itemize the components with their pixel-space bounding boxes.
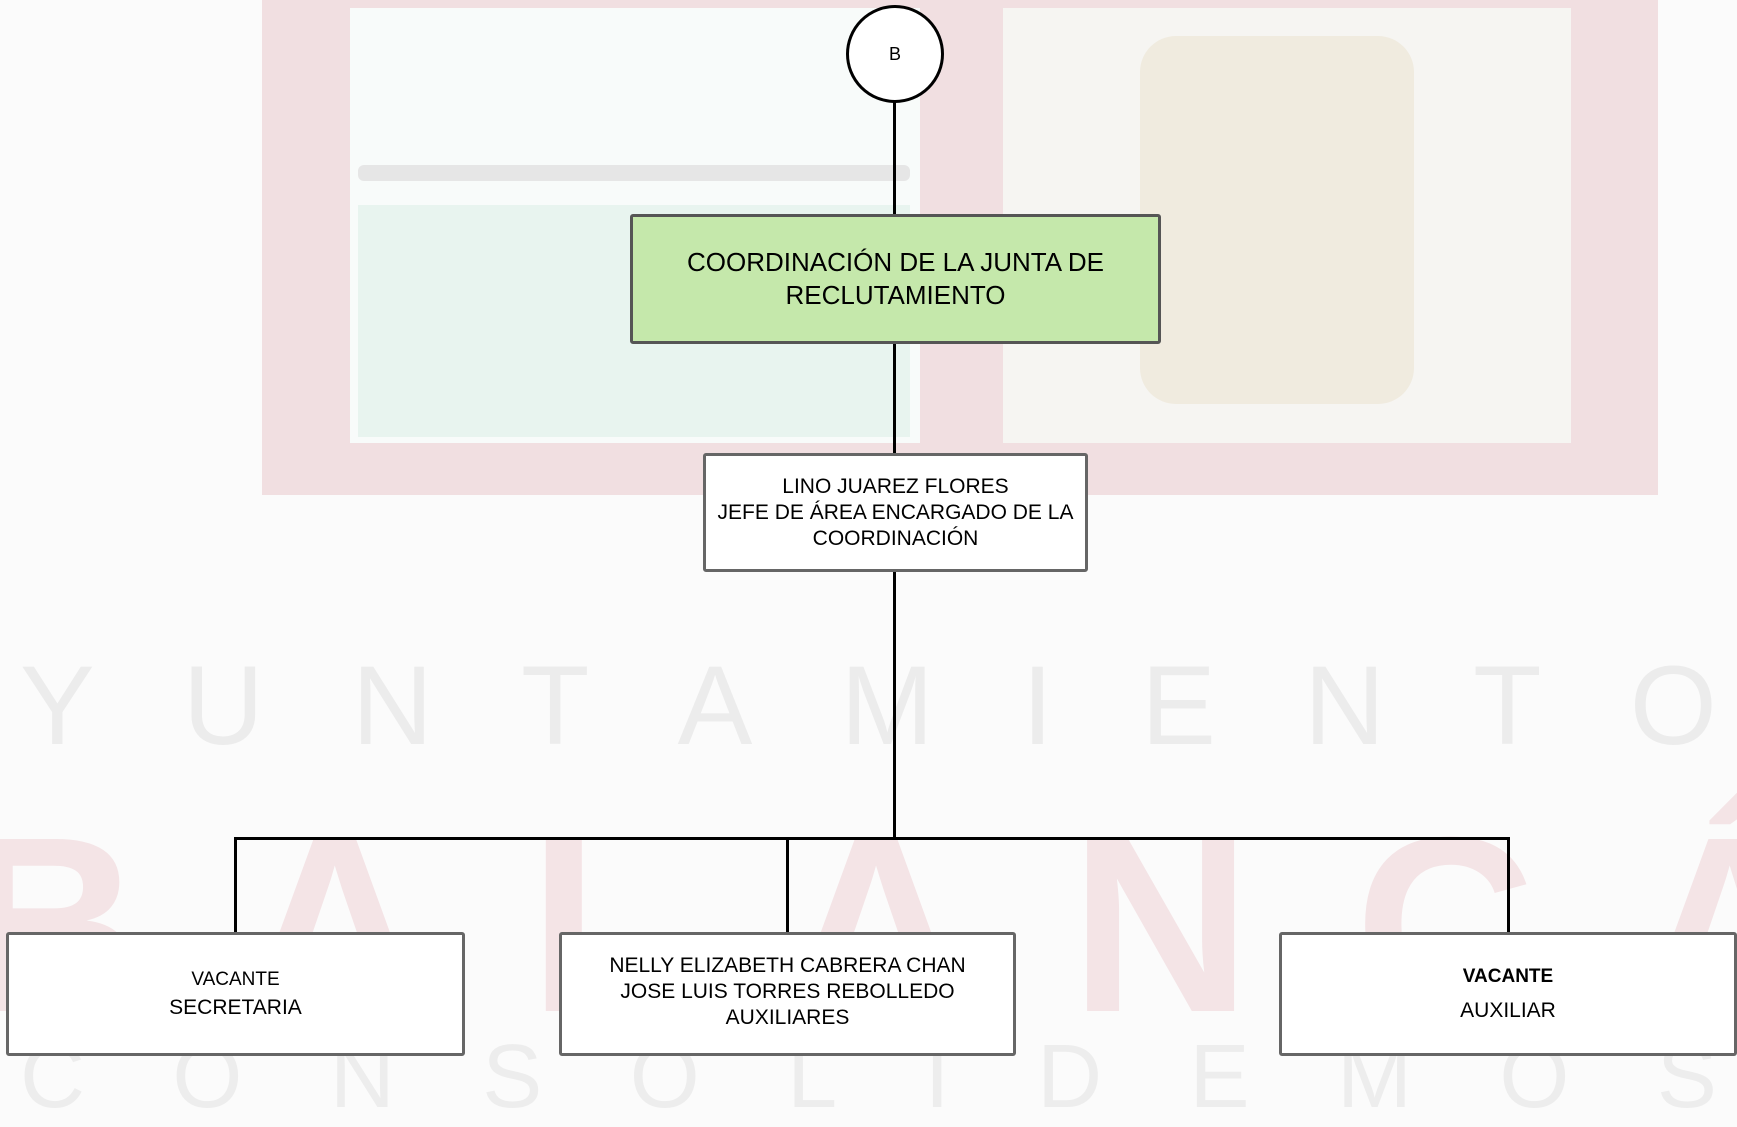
- watermark-crest-bridge: [358, 165, 910, 181]
- subordinate-name: VACANTE: [1462, 966, 1554, 987]
- connector-line-right-drop: [1507, 837, 1510, 933]
- connector-line-head-to-bus: [893, 572, 896, 840]
- page-connector-label: B: [888, 43, 901, 64]
- watermark-letter: O: [1629, 643, 1717, 768]
- watermark-letter: Y: [20, 643, 95, 768]
- subordinate-box-secretaria: VACANTE SECRETARIA: [6, 932, 465, 1056]
- watermark-crest-stela: [1140, 36, 1414, 404]
- watermark-letter: E: [1141, 643, 1216, 768]
- main-unit-title-line2: RECLUTAMIENTO: [785, 280, 1006, 310]
- main-unit-box: COORDINACIÓN DE LA JUNTA DE RECLUTAMIENT…: [630, 214, 1161, 344]
- main-unit-title-line1: COORDINACIÓN DE LA JUNTA DE: [686, 247, 1105, 277]
- head-title-line2: COORDINACIÓN: [812, 526, 979, 550]
- watermark-letter: U: [182, 643, 264, 768]
- subordinate-role: SECRETARIA: [169, 996, 302, 1019]
- watermark-letter: N: [1070, 785, 1251, 1064]
- watermark-letter: T: [1473, 643, 1542, 768]
- connector-line-main-to-head: [893, 342, 896, 455]
- subordinate-name: VACANTE: [191, 969, 280, 990]
- subordinate-role: AUXILIAR: [1460, 999, 1556, 1022]
- head-name: LINO JUAREZ FLORES: [782, 474, 1009, 498]
- org-chart: B COORDINACIÓN DE LA JUNTA DE RECLUTAMIE…: [6, 5, 1737, 1056]
- connector-line-top: [893, 102, 896, 216]
- subordinate-role: AUXILIARES: [725, 1006, 850, 1029]
- subordinate-name-1: NELLY ELIZABETH CABRERA CHAN: [609, 954, 966, 977]
- connector-line-horizontal-bus: [234, 837, 1509, 840]
- watermark-letter: M: [840, 643, 934, 768]
- subordinate-box-auxiliar: VACANTE AUXILIAR: [1279, 932, 1737, 1056]
- watermark-letter: A: [677, 643, 753, 768]
- head-box: LINO JUAREZ FLORES JEFE DE ÁREA ENCARGAD…: [703, 453, 1088, 572]
- watermark-letter: N: [351, 643, 433, 768]
- watermark-letter: N: [1304, 643, 1385, 768]
- subordinate-box-auxiliares: NELLY ELIZABETH CABRERA CHAN JOSE LUIS T…: [559, 932, 1016, 1056]
- watermark-letter: T: [521, 643, 590, 768]
- page-connector-circle: B: [846, 5, 944, 103]
- connector-line-center-drop: [786, 837, 789, 933]
- subordinate-name-2: JOSE LUIS TORRES REBOLLEDO: [620, 980, 955, 1003]
- head-title-line1: JEFE DE ÁREA ENCARGADO DE LA: [717, 500, 1074, 524]
- connector-line-left-drop: [234, 837, 237, 933]
- watermark-letter: I: [1021, 643, 1054, 768]
